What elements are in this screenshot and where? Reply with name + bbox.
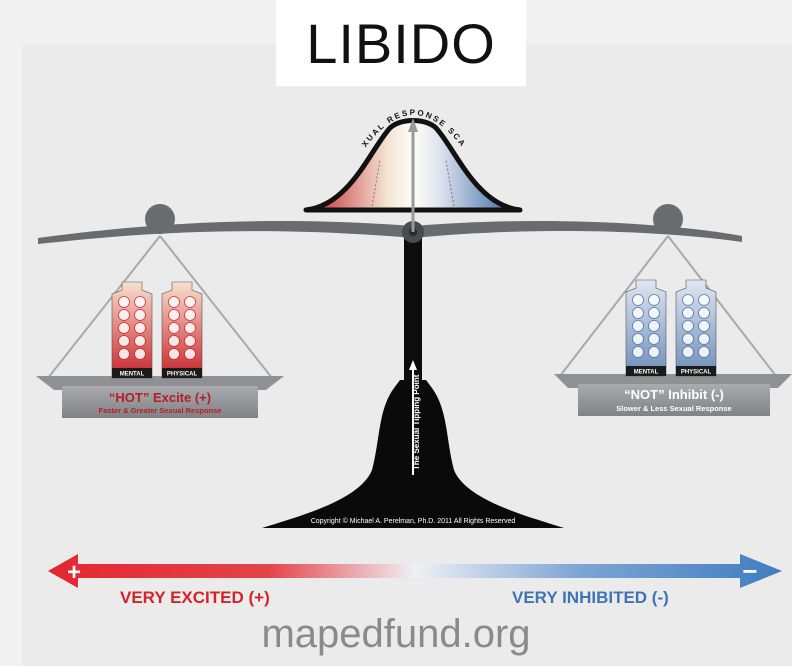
right-weight-mental: MENTAL (625, 279, 667, 377)
page-title: LIBIDO (306, 11, 496, 75)
tipping-point-arrowhead (409, 360, 417, 370)
title-box: LIBIDO (276, 0, 526, 86)
right-pan-string (667, 235, 777, 377)
tipping-point-label: The Sexual Tipping Point (412, 374, 421, 470)
excite-inhibit-axis-arrow (48, 554, 782, 588)
left-weight-mental: MENTAL (111, 281, 153, 379)
left-weight-label: PHYSICAL (167, 372, 198, 378)
copyright-text: Copyright © Michael A. Perelman, Ph.D. 2… (311, 517, 516, 525)
left-weight-physical: PHYSICAL (161, 281, 203, 379)
right-weight-label: MENTAL (634, 370, 659, 376)
scale-beam (38, 220, 742, 244)
left-weight-label: MENTAL (120, 372, 145, 378)
right-pan-string (559, 235, 669, 377)
right-pan-plate (578, 384, 770, 416)
right-pan-subheading: Slower & Less Sexual Response (616, 404, 731, 413)
left-pan-heading: “HOT” Excite (+) (109, 390, 211, 405)
right-weight-label: PHYSICAL (681, 370, 712, 376)
very-excited-label: VERY EXCITED (+) (120, 588, 270, 607)
weight-stacks: MENTAL PHYSICAL MENTAL PHYSICAL (111, 279, 717, 379)
plus-symbol: + (67, 559, 81, 586)
left-pan-string (159, 235, 273, 379)
right-weight-physical: PHYSICAL (675, 279, 717, 377)
scale-pole (404, 232, 422, 382)
left-pan-subheading: Faster & Greater Sexual Response (99, 406, 222, 415)
right-pan-heading: “NOT” Inhibit (-) (624, 387, 724, 402)
left-pan-plate (62, 386, 258, 418)
minus-symbol: − (742, 556, 757, 586)
left-pan-string (47, 235, 161, 379)
watermark: mapedfund.org (261, 612, 531, 656)
very-inhibited-label: VERY INHIBITED (-) (512, 588, 669, 607)
